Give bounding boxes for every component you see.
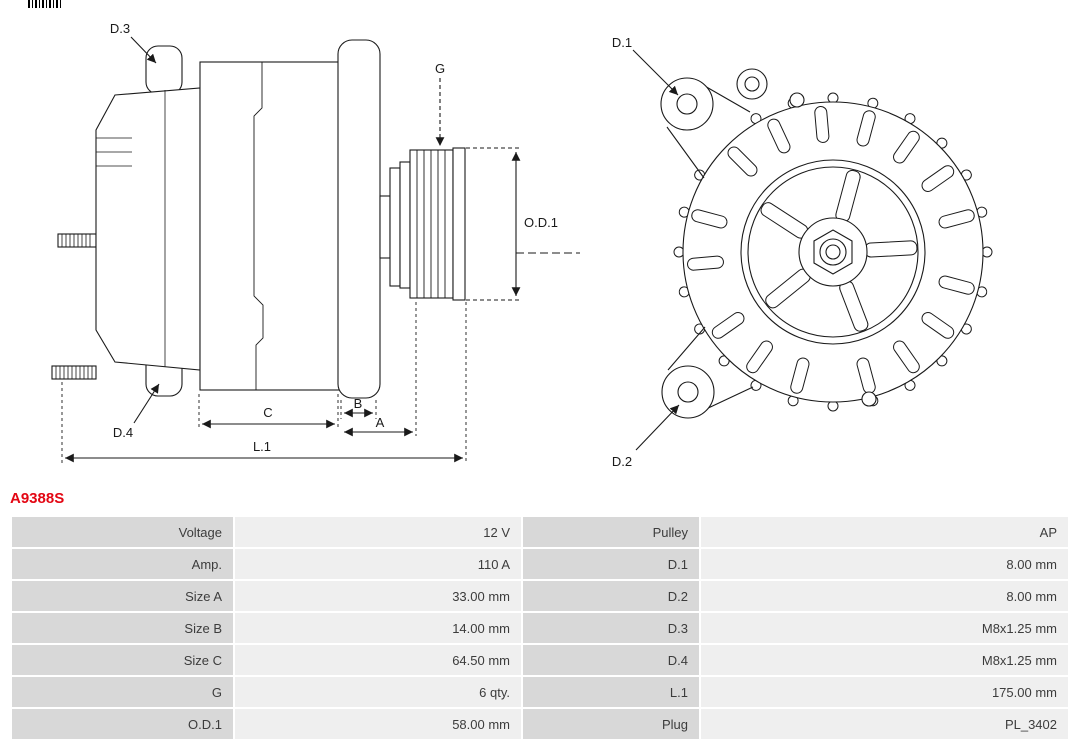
small-bolt-holes (736, 68, 877, 407)
spec-value: M8x1.25 mm (701, 645, 1068, 675)
rear-housing (95, 87, 201, 371)
table-row: Size B 14.00 mm D.3 M8x1.25 mm (12, 613, 1068, 643)
table-row: G 6 qty. L.1 175.00 mm (12, 677, 1068, 707)
table-row: O.D.1 58.00 mm Plug PL_3402 (12, 709, 1068, 739)
spec-label: D.2 (523, 581, 699, 611)
spec-label: D.1 (523, 549, 699, 579)
spec-value: 8.00 mm (701, 549, 1068, 579)
spec-label: Voltage (12, 517, 233, 547)
od1-dimension (466, 147, 580, 301)
spec-label: D.4 (523, 645, 699, 675)
rear-view-drawing: D.1 D.2 (612, 35, 993, 469)
spec-label: Size C (12, 645, 233, 675)
d2-leader-line (635, 404, 680, 451)
spec-value: 8.00 mm (701, 581, 1068, 611)
dim-label-d4: D.4 (113, 425, 133, 440)
table-row: Voltage 12 V Pulley AP (12, 517, 1068, 547)
spec-value: 58.00 mm (235, 709, 521, 739)
projection-lines (61, 302, 467, 463)
table-row: Size C 64.50 mm D.4 M8x1.25 mm (12, 645, 1068, 675)
dim-label-d2: D.2 (612, 454, 632, 469)
spec-value: 6 qty. (235, 677, 521, 707)
table-row: Amp. 110 A D.1 8.00 mm (12, 549, 1068, 579)
table-row: Size A 33.00 mm D.2 8.00 mm (12, 581, 1068, 611)
spec-value: AP (701, 517, 1068, 547)
spec-value: 110 A (235, 549, 521, 579)
pulley-front (740, 159, 926, 345)
spec-label: Plug (523, 709, 699, 739)
dim-label-g: G (435, 61, 445, 76)
threaded-stud-lower (51, 365, 97, 380)
d1-leader-line (632, 49, 679, 96)
spec-value: 12 V (235, 517, 521, 547)
spec-label: Amp. (12, 549, 233, 579)
spec-label: Size A (12, 581, 233, 611)
dim-label-d1: D.1 (612, 35, 632, 50)
spec-value: M8x1.25 mm (701, 613, 1068, 643)
front-bracket (337, 39, 381, 399)
spec-value: 14.00 mm (235, 613, 521, 643)
spec-value: 64.50 mm (235, 645, 521, 675)
stator-body (199, 61, 346, 391)
spec-value: 33.00 mm (235, 581, 521, 611)
spec-label: Pulley (523, 517, 699, 547)
spec-label: G (12, 677, 233, 707)
part-number: A9388S (10, 490, 65, 507)
spec-label: D.3 (523, 613, 699, 643)
dim-label-l1: L.1 (253, 439, 271, 454)
d4-leader-line (133, 383, 160, 424)
d3-leader-line (130, 36, 157, 64)
spec-label: O.D.1 (12, 709, 233, 739)
dim-label-d3: D.3 (110, 21, 130, 36)
dim-label-b: B (354, 396, 363, 411)
dim-label-c: C (263, 405, 272, 420)
spec-value: PL_3402 (701, 709, 1068, 739)
spec-table: Voltage 12 V Pulley AP Amp. 110 A D.1 8.… (10, 515, 1070, 741)
technical-drawing: D.3 G O.D.1 D.4 B C A L.1 (51, 21, 993, 469)
mounting-lug-bottom (661, 365, 715, 419)
threaded-stud-upper (57, 233, 97, 248)
lug-webs (666, 84, 754, 411)
barcode-fragment (28, 0, 62, 8)
side-view-drawing: D.3 G O.D.1 D.4 B C A L.1 (51, 21, 580, 463)
side-top-ear (145, 45, 183, 95)
dim-label-a: A (376, 415, 385, 430)
pulley-side (399, 147, 466, 301)
spec-label: Size B (12, 613, 233, 643)
dim-label-od1: O.D.1 (524, 215, 558, 230)
spec-value: 175.00 mm (701, 677, 1068, 707)
spec-label: L.1 (523, 677, 699, 707)
